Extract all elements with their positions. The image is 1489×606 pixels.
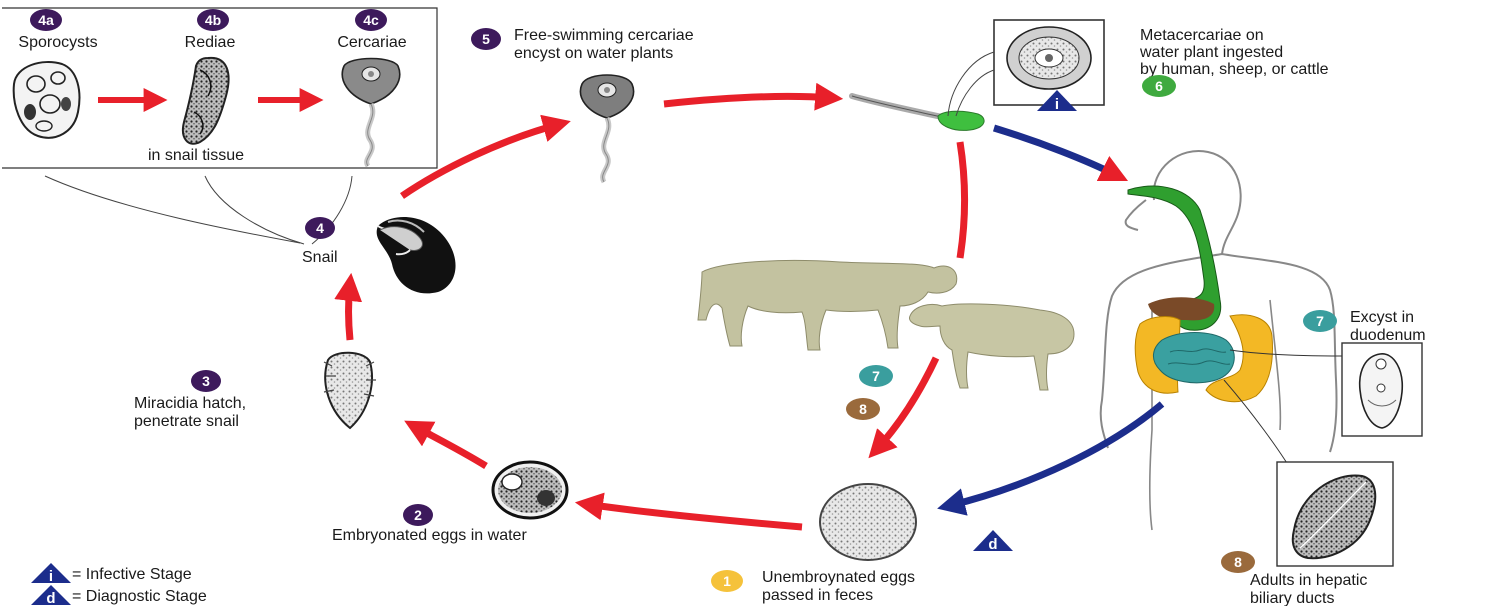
svg-text:4a: 4a bbox=[38, 12, 54, 28]
svg-text:3: 3 bbox=[202, 373, 210, 389]
stage-8-text-line1: Adults in hepatic bbox=[1250, 572, 1367, 589]
stage-5-text-line1: Free-swimming cercariae bbox=[514, 27, 694, 44]
stage-3-badge: 3 bbox=[191, 370, 221, 392]
stage-6-text-line2: water plant ingested bbox=[1139, 44, 1283, 61]
stage-3-text-line1: Miracidia hatch, bbox=[134, 395, 246, 412]
free-cercaria-image bbox=[580, 75, 633, 182]
svg-text:8: 8 bbox=[1234, 554, 1242, 570]
rediae-label: Rediae bbox=[185, 34, 236, 51]
arrow-embryonated-to-miracidia bbox=[414, 426, 486, 466]
legend: i = Infective Stage d = Diagnostic Stage bbox=[31, 563, 207, 606]
stage-7-animal-badge: 7 bbox=[859, 365, 893, 387]
svg-text:d: d bbox=[46, 590, 55, 606]
arrow-plant-to-animals bbox=[960, 142, 965, 258]
stage-8-animal-badge: 8 bbox=[846, 398, 880, 420]
svg-text:8: 8 bbox=[859, 401, 867, 417]
miracidium-image bbox=[324, 353, 376, 428]
snail-tissue-inset: 4a Sporocysts 4b Rediae 4c Cercariae bbox=[2, 8, 437, 168]
svg-text:i: i bbox=[1055, 96, 1059, 113]
stage-7-text-line2: duodenum bbox=[1350, 327, 1426, 344]
svg-text:4b: 4b bbox=[205, 12, 221, 28]
stage-7-duodenum-badge: 7 bbox=[1303, 310, 1337, 332]
stage-4c-badge: 4c bbox=[355, 9, 387, 31]
inset-connector-lines bbox=[45, 176, 352, 244]
arrow-human-to-eggs bbox=[948, 404, 1162, 506]
unembryonated-egg-image bbox=[820, 484, 916, 560]
legend-infective-row: i = Infective Stage bbox=[31, 563, 192, 585]
stage-6-badge: 6 bbox=[1142, 75, 1176, 97]
excyst-inset bbox=[1342, 343, 1422, 436]
legend-diagnostic-row: d = Diagnostic Stage bbox=[31, 585, 207, 606]
stage-8-biliary-badge: 8 bbox=[1221, 551, 1255, 573]
svg-text:4: 4 bbox=[316, 220, 324, 236]
svg-text:7: 7 bbox=[1316, 313, 1324, 329]
svg-text:6: 6 bbox=[1155, 78, 1163, 94]
water-plant-image bbox=[852, 96, 984, 130]
svg-text:2: 2 bbox=[414, 507, 422, 523]
metacercaria-inset bbox=[948, 20, 1104, 116]
cow-image bbox=[698, 260, 957, 350]
svg-text:4c: 4c bbox=[363, 12, 379, 28]
arrow-egg-to-embryonated bbox=[586, 504, 802, 527]
stage-7-text-line1: Excyst in bbox=[1350, 309, 1414, 326]
stage-2-badge: 2 bbox=[403, 504, 433, 526]
snail-tissue-caption: in snail tissue bbox=[148, 147, 244, 164]
rediae-image bbox=[183, 58, 229, 144]
svg-text:7: 7 bbox=[872, 368, 880, 384]
stage-4-badge: 4 bbox=[305, 217, 335, 239]
adult-fluke-inset bbox=[1277, 462, 1393, 566]
svg-text:d: d bbox=[988, 536, 997, 553]
stage-5-badge: 5 bbox=[471, 28, 501, 50]
stage-6-text-line3: by human, sheep, or cattle bbox=[1140, 61, 1329, 78]
arrow-miracidia-to-snail bbox=[349, 284, 351, 340]
svg-text:i: i bbox=[49, 568, 53, 585]
svg-text:= Diagnostic Stage: = Diagnostic Stage bbox=[72, 588, 207, 605]
stage-1-text-line2: passed in feces bbox=[762, 587, 873, 604]
diagnostic-stage-marker: d bbox=[973, 530, 1013, 553]
stage-1-text-line1: Unembroynated eggs bbox=[762, 569, 915, 586]
stage-3-text-line2: penetrate snail bbox=[134, 413, 239, 430]
arrow-cercaria-to-plant bbox=[664, 96, 832, 104]
cercariae-image bbox=[342, 59, 399, 167]
svg-text:1: 1 bbox=[723, 573, 731, 589]
stage-5-text-line2: encyst on water plants bbox=[514, 45, 673, 62]
arrow-plant-to-human bbox=[994, 128, 1118, 176]
cercariae-label: Cercariae bbox=[337, 34, 406, 51]
svg-text:5: 5 bbox=[482, 31, 490, 47]
arrow-snail-to-cercaria bbox=[402, 124, 560, 196]
sheep-image bbox=[909, 304, 1074, 390]
stage-8-text-line2: biliary ducts bbox=[1250, 590, 1334, 606]
snail-label: Snail bbox=[302, 249, 338, 266]
svg-text:= Infective Stage: = Infective Stage bbox=[72, 566, 192, 583]
sporocyst-image bbox=[14, 62, 80, 138]
stage-1-badge: 1 bbox=[711, 570, 743, 592]
embryonated-egg-image bbox=[493, 462, 567, 518]
stage-4b-badge: 4b bbox=[197, 9, 229, 31]
stage-6-text-line1: Metacercariae on bbox=[1140, 27, 1264, 44]
snail-image bbox=[377, 217, 456, 293]
sporocysts-label: Sporocysts bbox=[18, 34, 97, 51]
stage-2-text: Embryonated eggs in water bbox=[332, 527, 527, 544]
stage-4a-badge: 4a bbox=[30, 9, 62, 31]
